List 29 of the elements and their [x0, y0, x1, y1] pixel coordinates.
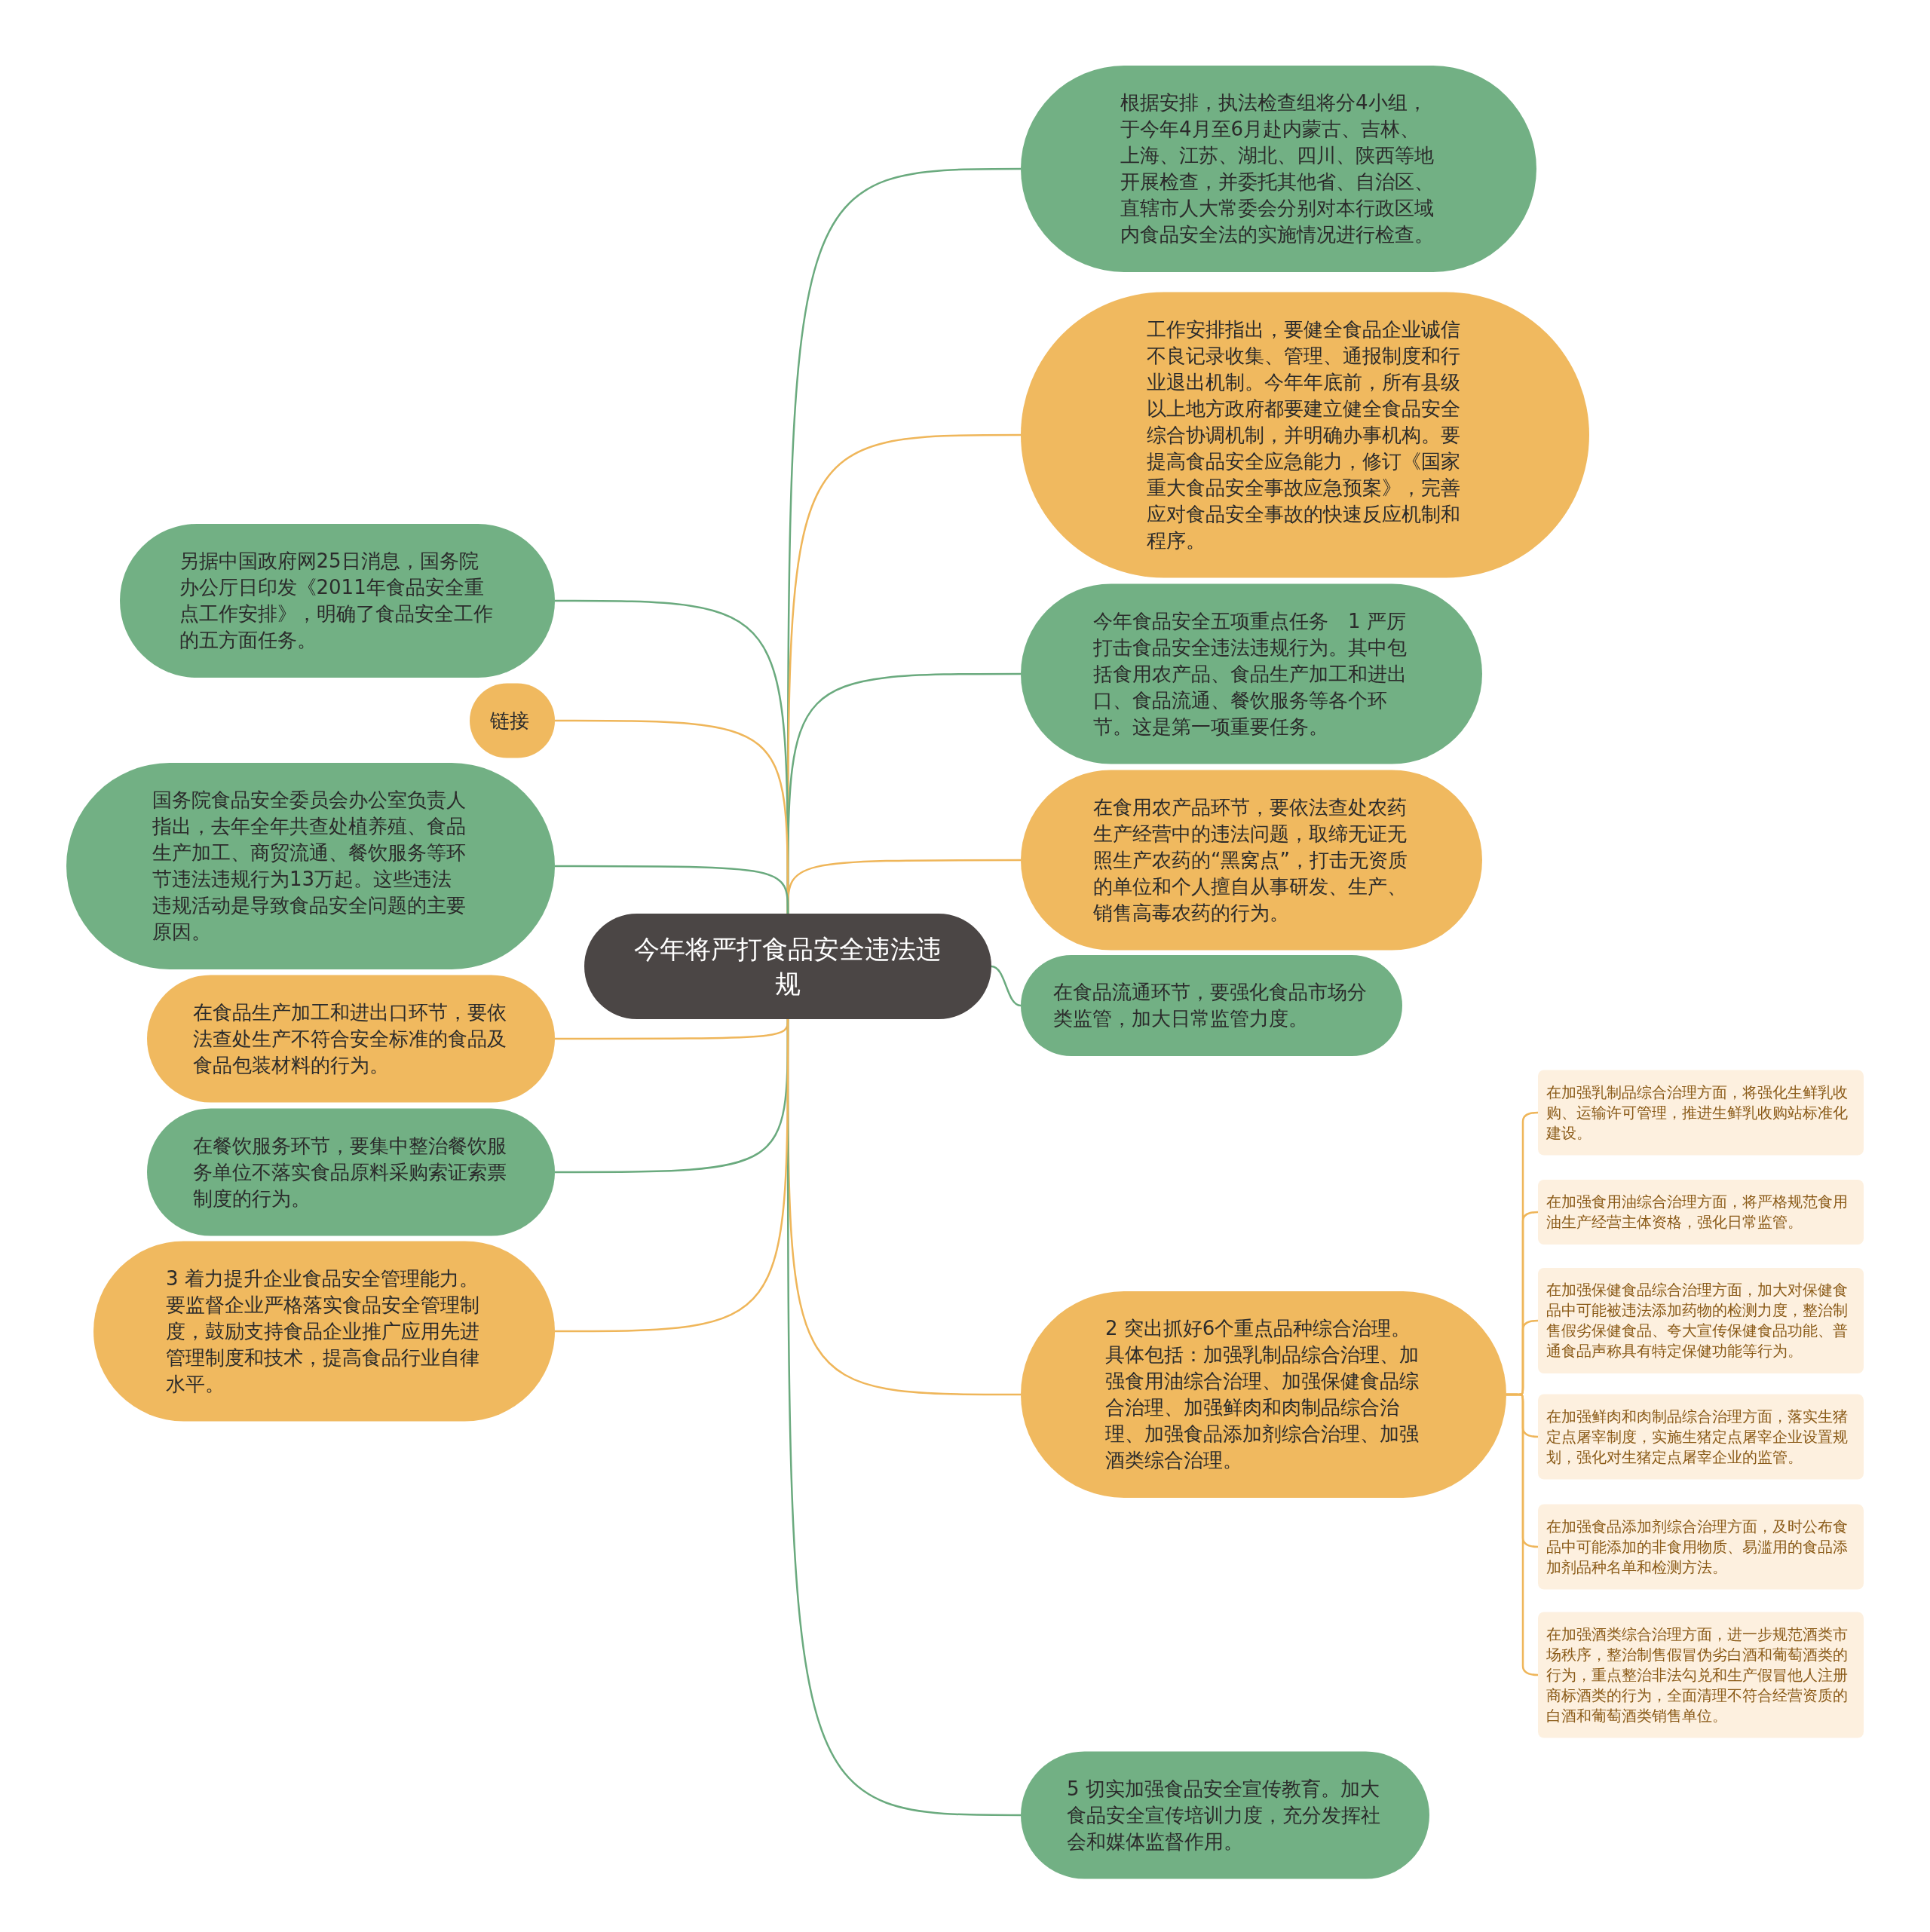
- connector-line: [555, 865, 789, 914]
- node-text: 另据中国政府网25日消息，国务院办公厅日印发《2011年食品安全重点工作安排》，明确了食品安全工作的五方面任务。: [179, 549, 494, 653]
- node-text: 5 切实加强食品安全宣传教育。加大食品安全宣传培训力度，充分发挥社会和媒体监督作用。: [1067, 1776, 1381, 1854]
- node-text: 2 突出抓好6个重点品种综合治理。具体包括：加强乳制品综合治理、加强食用油综合治理、加强保健食品综合治理、加强鲜肉和肉制品综合治理、加强食品添加剂综合治理、加强酒类综合治理。: [1105, 1316, 1420, 1473]
- node-text: 在加强乳制品综合治理方面，将强化生鲜乳收购、运输许可管理，推进生鲜乳收购站标准化建设。: [1546, 1082, 1849, 1144]
- connector-line: [555, 1019, 789, 1333]
- node-text: 3 着力提升企业食品安全管理能力。要监督企业严格落实食品安全管理制度，鼓励支持食品企业推广应用先进管理制度和技术，提高食品行业自律水平。: [166, 1266, 480, 1397]
- detail-node: [1538, 1612, 1864, 1738]
- connector-line: [991, 965, 1022, 1007]
- node-text: 在加强酒类综合治理方面，进一步规范酒类市场秩序，整治制售假冒伪劣白酒和葡萄酒类的行为，重点整治非法勾兑和生产假冒他人注册商标酒类的行为，全面清理不符合经营资质的白酒和葡萄酒类销售单位。: [1546, 1624, 1849, 1726]
- detail-node: [1538, 1268, 1864, 1373]
- detail-node: [1538, 1394, 1864, 1480]
- node-text: 国务院食品安全委员会办公室负责人指出，去年全年共查处植养殖、食品生产加工、商贸流通、餐饮服务等环节违法违规行为13万起。这些违法违规活动是导致食品安全问题的主要原因。: [152, 788, 467, 945]
- node-text: 在加强保健食品综合治理方面，加大对保健食品中可能被违法添加药物的检测力度，整治制售假劣保健食品、夸大宣传保健食品功能、普通食品声称具有特定保健功能等行为。: [1546, 1280, 1849, 1361]
- node-text: 今年食品安全五项重点任务 1 严厉打击食品安全违法违规行为。其中包括食用农产品、食品生产加工和进出口、食品流通、餐饮服务等各个环节。这是第一项重要任务。: [1093, 608, 1408, 739]
- detail-node: [1538, 1070, 1864, 1156]
- detail-node: [1538, 1180, 1864, 1245]
- node-text: 在食品流通环节，要强化食品市场分类监管，加大日常监管力度。: [1053, 980, 1368, 1031]
- node-text: 根据安排，执法检查组将分4小组，于今年4月至6月赴内蒙古、吉林、上海、江苏、湖北、四川、陕西等地开展检查，并委托其他省、自治区、直辖市人大常委会分别对本行政区域内食品安全法的实施情况进行检查。: [1120, 90, 1435, 247]
- node-text: 在食品生产加工和进出口环节，要依法查处生产不符合安全标准的食品及食品包装材料的行为。: [192, 1000, 507, 1078]
- node-text: 在加强食用油综合治理方面，将严格规范食用油生产经营主体资格，强化日常监管。: [1546, 1192, 1849, 1232]
- node-text: 在食用农产品环节，要依法查处农药生产经营中的违法问题，取缔无证无照生产农药的“黑窝点”，打击无资质的单位和个人擅自从事研发、生产、销售高毒农药的行为。: [1093, 795, 1408, 926]
- detail-node: [1538, 1504, 1864, 1590]
- node-text: 在餐饮服务环节，要集中整治餐饮服务单位不落实食品原料采购索证索票制度的行为。: [192, 1133, 507, 1211]
- node-text: 工作安排指出，要健全食品企业诚信不良记录收集、管理、通报制度和行业退出机制。今年年底前，所有县级以上地方政府都要建立健全食品安全综合协调机制，并明确办事机构。要提高食品安全应急能力，修订《国家重大食品安全事故应急预案》，完善应对食品安全事故的快速反应机制和程序。: [1147, 317, 1461, 553]
- node-text: 今年将严打食品安全违法违规: [633, 933, 942, 1000]
- node-text: 在加强鲜肉和肉制品综合治理方面，落实生猪定点屠宰制度，实施生猪定点屠宰企业设置规划，强化对生猪定点屠宰企业的监管。: [1546, 1406, 1849, 1468]
- node-text: 在加强食品添加剂综合治理方面，及时公布食品中可能添加的非食用物质、易滥用的食品添加剂品种名单和检测方法。: [1546, 1516, 1849, 1578]
- node-text: 链接: [489, 708, 530, 733]
